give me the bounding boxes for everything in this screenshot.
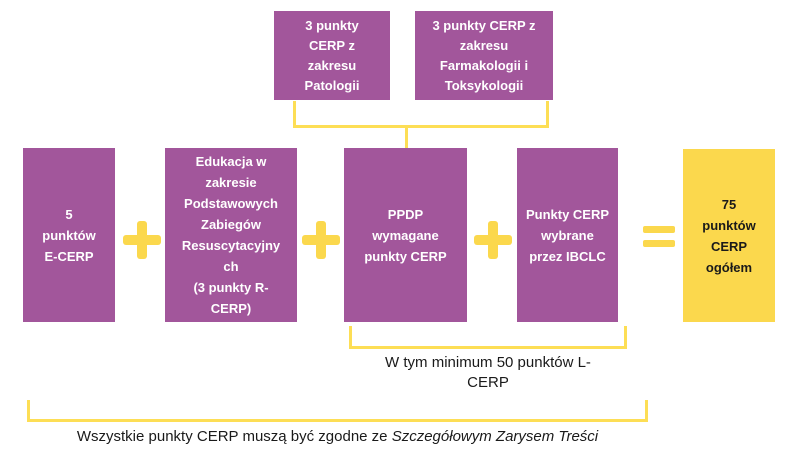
lcerp-bracket-left bbox=[349, 326, 352, 349]
connector-left-line bbox=[293, 101, 296, 128]
bottom-bracket-left bbox=[27, 400, 30, 422]
equals-bottom-bar bbox=[643, 240, 675, 247]
box-5-punktow-e-cerp: 5 punktów E-CERP bbox=[23, 148, 115, 322]
lcerp-bracket-right bbox=[624, 326, 627, 349]
bottom-bracket-horizontal bbox=[27, 419, 648, 422]
equals-top-bar bbox=[643, 226, 675, 233]
box-75-punktow-cerp-ogolem: 75 punktów CERP ogółem bbox=[683, 149, 775, 322]
bottom-caption-italic: Szczegółowym Zarysem Treści bbox=[391, 428, 599, 445]
plus-icon bbox=[474, 221, 512, 259]
connector-horizontal-line bbox=[293, 125, 549, 128]
box-farmakologii-toksykologii: 3 punkty CERP z zakresu Farmakologii i T… bbox=[415, 11, 553, 100]
box-punkty-cerp-ibclc: Punkty CERP wybrane przez IBCLC bbox=[517, 148, 618, 322]
bottom-caption: Wszystkie punkty CERP muszą być zgodne z… bbox=[27, 427, 648, 447]
plus-icon bbox=[302, 221, 340, 259]
plus-icon bbox=[123, 221, 161, 259]
connector-right-line bbox=[546, 101, 549, 128]
connector-center-stem bbox=[405, 125, 408, 149]
equals-icon bbox=[643, 226, 675, 247]
box-patologii: 3 punkty CERP z zakresu Patologii bbox=[274, 11, 390, 100]
lcerp-bracket-horizontal bbox=[349, 346, 627, 349]
bottom-bracket-right bbox=[645, 400, 648, 422]
lcerp-caption: W tym minimum 50 punktów L- CERP bbox=[385, 354, 591, 391]
box-ppdp-punkty-cerp: PPDP wymagane punkty CERP bbox=[344, 148, 467, 322]
bottom-caption-regular: Wszystkie punkty CERP muszą być zgodne z… bbox=[76, 428, 392, 445]
box-edukacja-resuscytacja: Edukacja w zakresie Podstawowych Zabiegó… bbox=[165, 148, 297, 322]
